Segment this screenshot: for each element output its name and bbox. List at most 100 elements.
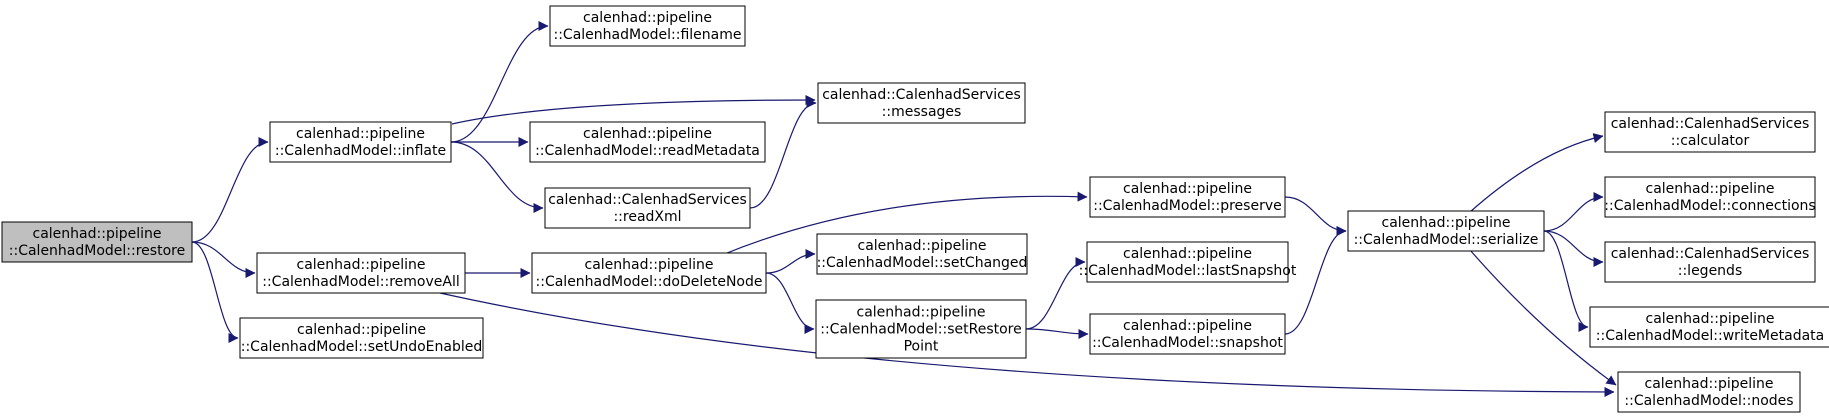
node-box-setRestorePoint: [815, 299, 1027, 359]
node-label-connections-line-1: ::CalenhadModel::connections: [1604, 198, 1815, 214]
node-label-calculator-line-0: calenhad::CalenhadServices: [1611, 116, 1810, 132]
node-snapshot[interactable]: calenhad::pipeline::CalenhadModel::snaps…: [1089, 313, 1286, 355]
edges-layer: [191, 21, 1617, 397]
edge-setRestorePoint-to-snapshot: [1025, 328, 1089, 339]
node-label-readMetadata-line-1: ::CalenhadModel::readMetadata: [535, 143, 760, 159]
node-label-setChanged-line-1: ::CalenhadModel::setChanged: [817, 255, 1028, 271]
node-box-restore: [1, 221, 193, 263]
node-serialize[interactable]: calenhad::pipeline::CalenhadModel::seria…: [1347, 210, 1545, 252]
edge-doDeleteNode-to-setChanged: [765, 249, 816, 274]
node-box-legends: [1604, 241, 1816, 283]
node-box-filename: [549, 5, 746, 47]
node-label-setChanged-line-0: calenhad::pipeline: [858, 238, 987, 254]
node-inflate[interactable]: calenhad::pipeline::CalenhadModel::infla…: [269, 121, 452, 163]
node-box-calculator: [1604, 111, 1816, 153]
node-label-writeMetadata-line-0: calenhad::pipeline: [1646, 311, 1775, 327]
edge-snapshot-to-serialize: [1284, 226, 1347, 335]
node-box-readXml: [544, 187, 751, 229]
node-label-restore-line-1: ::CalenhadModel::restore: [9, 243, 185, 259]
node-doDeleteNode[interactable]: calenhad::pipeline::CalenhadModel::doDel…: [531, 252, 767, 294]
edge-serialize-to-calculator: [1469, 133, 1604, 213]
node-label-inflate-line-0: calenhad::pipeline: [296, 126, 425, 142]
node-box-setUndoEnabled: [239, 317, 484, 359]
node-box-preserve: [1089, 176, 1286, 218]
node-label-doDeleteNode-line-1: ::CalenhadModel::doDeleteNode: [536, 274, 763, 290]
node-label-readXml-line-0: calenhad::CalenhadServices: [548, 192, 747, 208]
node-label-snapshot-line-0: calenhad::pipeline: [1123, 318, 1252, 334]
node-box-nodes: [1617, 371, 1801, 413]
edge-restore-to-inflate: [191, 137, 269, 243]
node-label-setRestorePoint-line-2: Point: [904, 339, 939, 355]
node-label-preserve-line-1: ::CalenhadModel::preserve: [1093, 198, 1281, 214]
node-label-nodes-line-1: ::CalenhadModel::nodes: [1624, 393, 1793, 409]
edge-restore-to-setUndoEnabled: [191, 241, 239, 343]
edge-serialize-to-nodes: [1469, 249, 1617, 386]
node-legends[interactable]: calenhad::CalenhadServices::legends: [1604, 241, 1816, 283]
node-box-setChanged: [816, 233, 1028, 275]
edge-removeAll-to-nodes: [439, 292, 1615, 397]
node-lastSnapshot[interactable]: calenhad::pipeline::CalenhadModel::lastS…: [1079, 241, 1297, 283]
node-label-calculator-line-1: ::calculator: [1671, 133, 1750, 149]
node-setChanged[interactable]: calenhad::pipeline::CalenhadModel::setCh…: [816, 233, 1028, 275]
edge-serialize-to-writeMetadata: [1543, 230, 1589, 332]
node-label-snapshot-line-1: ::CalenhadModel::snapshot: [1092, 335, 1283, 351]
node-label-restore-line-0: calenhad::pipeline: [33, 226, 162, 242]
node-writeMetadata[interactable]: calenhad::pipeline::CalenhadModel::write…: [1589, 306, 1829, 348]
edge-readXml-to-messages: [749, 98, 817, 209]
node-box-connections: [1604, 176, 1816, 218]
node-box-removeAll: [256, 252, 466, 294]
edge-inflate-to-readXml: [450, 141, 544, 213]
node-setUndoEnabled[interactable]: calenhad::pipeline::CalenhadModel::setUn…: [239, 317, 484, 359]
node-nodes[interactable]: calenhad::pipeline::CalenhadModel::nodes: [1617, 371, 1801, 413]
node-label-removeAll-line-0: calenhad::pipeline: [297, 257, 426, 273]
node-label-doDeleteNode-line-0: calenhad::pipeline: [585, 257, 714, 273]
node-box-writeMetadata: [1589, 306, 1829, 348]
node-label-inflate-line-1: ::CalenhadModel::inflate: [275, 143, 446, 159]
node-label-setRestorePoint-line-0: calenhad::pipeline: [857, 305, 986, 321]
node-setRestorePoint[interactable]: calenhad::pipeline::CalenhadModel::setRe…: [815, 299, 1027, 359]
node-label-connections-line-0: calenhad::pipeline: [1646, 181, 1775, 197]
node-removeAll[interactable]: calenhad::pipeline::CalenhadModel::remov…: [256, 252, 466, 294]
node-label-messages-line-1: ::messages: [882, 104, 962, 120]
node-label-setRestorePoint-line-1: ::CalenhadModel::setRestore: [820, 322, 1022, 338]
node-connections[interactable]: calenhad::pipeline::CalenhadModel::conne…: [1604, 176, 1816, 218]
node-label-setUndoEnabled-line-0: calenhad::pipeline: [297, 322, 426, 338]
edge-serialize-to-legends: [1543, 230, 1604, 267]
node-label-messages-line-0: calenhad::CalenhadServices: [822, 87, 1021, 103]
node-box-lastSnapshot: [1086, 241, 1289, 283]
edge-setRestorePoint-to-lastSnapshot: [1025, 257, 1086, 330]
node-box-serialize: [1347, 210, 1545, 252]
node-label-serialize-line-0: calenhad::pipeline: [1382, 215, 1511, 231]
node-box-inflate: [269, 121, 452, 163]
edge-inflate-to-messages: [451, 95, 816, 125]
node-label-lastSnapshot-line-0: calenhad::pipeline: [1123, 246, 1252, 262]
node-box-snapshot: [1089, 313, 1286, 355]
edge-preserve-to-serialize: [1284, 196, 1347, 236]
node-label-setUndoEnabled-line-1: ::CalenhadModel::setUndoEnabled: [241, 339, 483, 355]
edge-doDeleteNode-to-preserve: [721, 191, 1088, 256]
node-label-preserve-line-0: calenhad::pipeline: [1123, 181, 1252, 197]
node-label-lastSnapshot-line-1: ::CalenhadModel::lastSnapshot: [1079, 263, 1297, 279]
node-calculator[interactable]: calenhad::CalenhadServices::calculator: [1604, 111, 1816, 153]
node-preserve[interactable]: calenhad::pipeline::CalenhadModel::prese…: [1089, 176, 1286, 218]
node-label-readXml-line-1: ::readXml: [613, 209, 681, 225]
edge-restore-to-removeAll: [191, 241, 256, 278]
node-label-serialize-line-1: ::CalenhadModel::serialize: [1354, 232, 1539, 248]
node-messages[interactable]: calenhad::CalenhadServices::messages: [817, 82, 1026, 124]
node-label-filename-line-1: ::CalenhadModel::filename: [554, 27, 742, 43]
node-label-readMetadata-line-0: calenhad::pipeline: [583, 126, 712, 142]
node-box-readMetadata: [529, 121, 766, 163]
node-label-removeAll-line-1: ::CalenhadModel::removeAll: [262, 274, 460, 290]
node-restore[interactable]: calenhad::pipeline::CalenhadModel::resto…: [1, 221, 193, 263]
node-filename[interactable]: calenhad::pipeline::CalenhadModel::filen…: [549, 5, 746, 47]
edge-doDeleteNode-to-setRestorePoint: [765, 272, 815, 334]
node-box-messages: [817, 82, 1026, 124]
node-readMetadata[interactable]: calenhad::pipeline::CalenhadModel::readM…: [529, 121, 766, 163]
node-label-legends-line-0: calenhad::CalenhadServices: [1611, 246, 1810, 262]
node-label-nodes-line-0: calenhad::pipeline: [1645, 376, 1774, 392]
node-label-legends-line-1: ::legends: [1678, 263, 1743, 279]
node-box-doDeleteNode: [531, 252, 767, 294]
node-readXml[interactable]: calenhad::CalenhadServices::readXml: [544, 187, 751, 229]
node-label-writeMetadata-line-1: ::CalenhadModel::writeMetadata: [1596, 328, 1824, 344]
